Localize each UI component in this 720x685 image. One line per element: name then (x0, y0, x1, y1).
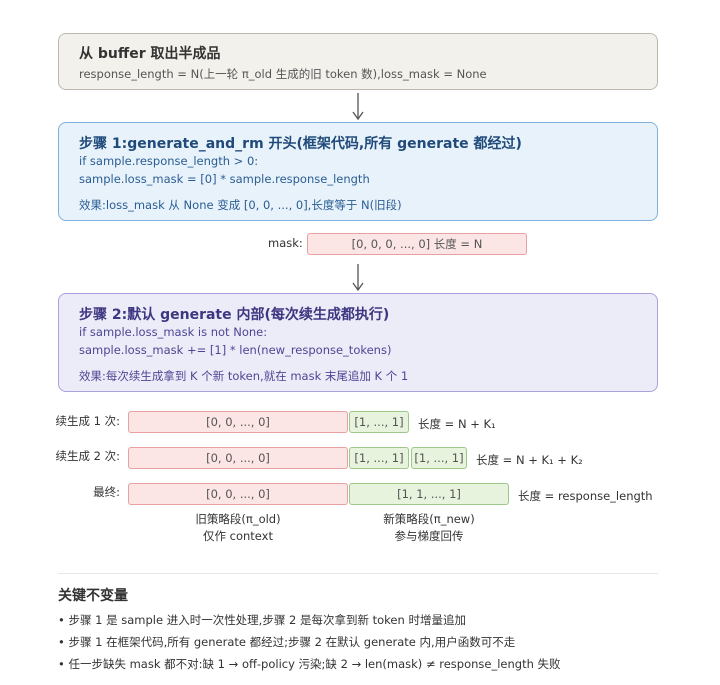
down-arrow-1 (352, 93, 364, 121)
new-segment-caption-line-1: 新策略段(π_new) (383, 512, 475, 526)
row2-length: 长度 = N + K₁ + K₂ (476, 453, 583, 467)
row2-label: 续生成 2 次: (55, 449, 120, 463)
row3-new-segment: [1, 1, ..., 1] (349, 483, 509, 505)
mask-label: mask: (268, 236, 303, 250)
step2-box: 步骤 2:默认 generate 内部(每次续生成都执行) if sample.… (58, 293, 658, 392)
step1-code-line-2: sample.loss_mask = [0] * sample.response… (79, 172, 370, 186)
section-divider (58, 573, 658, 574)
buffer-step-title: 从 buffer 取出半成品 (79, 46, 221, 62)
invariants-title: 关键不变量 (58, 588, 128, 604)
row3-old-segment: [0, 0, ..., 0] (128, 483, 348, 505)
step2-code-line-2: sample.loss_mask += [1] * len(new_respon… (79, 343, 392, 357)
row3-length: 长度 = response_length (518, 489, 653, 503)
new-segment-caption: 新策略段(π_new) 参与梯度回传 (349, 511, 509, 545)
row1-old-segment: [0, 0, ..., 0] (128, 411, 348, 433)
mask-initial-value: [0, 0, 0, ..., 0] 长度 = N (307, 233, 527, 255)
buffer-step-box: 从 buffer 取出半成品 response_length = N(上一轮 π… (58, 33, 658, 90)
row1-length: 长度 = N + K₁ (418, 417, 496, 431)
old-segment-caption-line-1: 旧策略段(π_old) (195, 512, 281, 526)
invariant-item-2: • 步骤 1 在框架代码,所有 generate 都经过;步骤 2 在默认 ge… (58, 635, 516, 649)
step2-code-line-1: if sample.loss_mask is not None: (79, 325, 268, 339)
step1-effect: 效果:loss_mask 从 None 变成 [0, 0, ..., 0],长度… (79, 198, 402, 212)
invariant-item-1: • 步骤 1 是 sample 进入时一次性处理,步骤 2 是每次拿到新 tok… (58, 613, 466, 627)
step1-code-line-1: if sample.response_length > 0: (79, 154, 259, 168)
down-arrow-2 (352, 264, 364, 292)
step2-title: 步骤 2:默认 generate 内部(每次续生成都执行) (79, 307, 390, 323)
row3-label: 最终: (93, 485, 120, 499)
row2-old-segment: [0, 0, ..., 0] (128, 447, 348, 469)
row1-label: 续生成 1 次: (55, 414, 120, 428)
old-segment-caption: 旧策略段(π_old) 仅作 context (158, 511, 318, 545)
step1-title: 步骤 1:generate_and_rm 开头(框架代码,所有 generate… (79, 136, 522, 152)
row2-new-segment-2: [1, ..., 1] (411, 447, 467, 469)
step2-effect: 效果:每次续生成拿到 K 个新 token,就在 mask 末尾追加 K 个 1 (79, 369, 409, 383)
new-segment-caption-line-2: 参与梯度回传 (394, 529, 464, 543)
row1-new-segment: [1, ..., 1] (349, 411, 409, 433)
buffer-step-desc: response_length = N(上一轮 π_old 生成的旧 token… (79, 67, 487, 81)
step1-box: 步骤 1:generate_and_rm 开头(框架代码,所有 generate… (58, 122, 658, 221)
old-segment-caption-line-2: 仅作 context (203, 529, 273, 543)
invariant-item-3: • 任一步缺失 mask 都不对:缺 1 → off-policy 污染;缺 2… (58, 657, 561, 671)
row2-new-segment-1: [1, ..., 1] (349, 447, 409, 469)
